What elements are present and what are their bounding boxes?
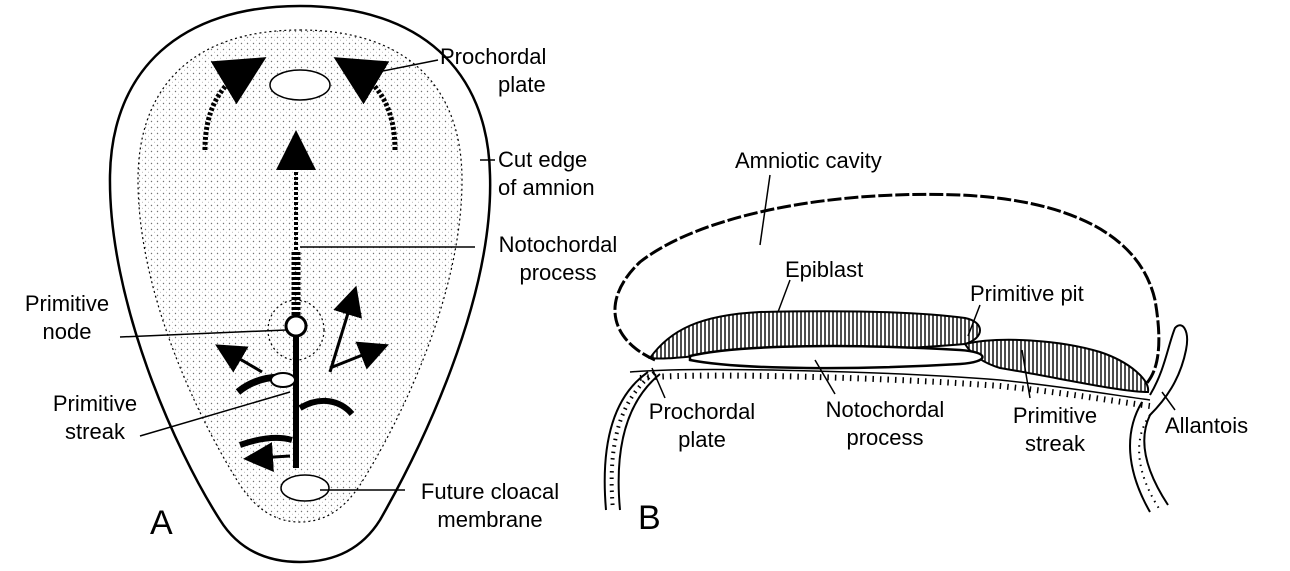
label-line: Notochordal (498, 232, 618, 257)
label-future-cloacal-membrane: Future cloacal membrane (405, 478, 575, 534)
label-line: Primitive (24, 291, 110, 316)
migration-arrow-1 (215, 344, 263, 374)
prochordal-plate-shape (269, 69, 331, 101)
label-primitive-pit: Primitive pit (970, 281, 1084, 306)
leader-primitive-node (119, 329, 287, 338)
migration-arrow-2 (329, 341, 389, 370)
migration-curve-right (298, 397, 355, 417)
label-epiblast: Epiblast (785, 257, 864, 282)
label-notochordal-process-a: Notochordal process (478, 231, 638, 287)
streak-oval (270, 372, 296, 388)
label-line: Prochordal (440, 44, 547, 69)
cloacal-membrane-shape (280, 474, 330, 502)
label-line: process (846, 425, 924, 450)
label-prochordal-plate-b: Prochordal plate (632, 398, 772, 454)
notochordal-process-shape (688, 344, 984, 370)
embryonic-disc (137, 29, 463, 523)
amnion-cut-edge-outline (108, 4, 492, 564)
epiblast-posterior (963, 338, 1150, 394)
amnion-membrane (613, 192, 1161, 387)
label-line: node (42, 319, 92, 344)
label-allantois: Allantois (1165, 413, 1249, 438)
panel-a-letter: A (150, 504, 173, 542)
leader-prochordal-plate-a (347, 59, 439, 79)
migration-arrow-4 (243, 442, 291, 473)
label-line: streak (1025, 431, 1085, 456)
label-line: of amnion (498, 175, 595, 200)
migration-arrow-3 (328, 285, 362, 373)
label-primitive-streak-b: Primitive streak (995, 402, 1115, 458)
label-amniotic-cavity: Amniotic cavity (735, 148, 882, 173)
primitive-node-shape (284, 314, 308, 338)
node-region-dotted (267, 299, 325, 361)
yolk-sac-wall-inner (617, 373, 661, 511)
panel-b-drawing (603, 174, 1188, 513)
label-line: plate (678, 427, 726, 452)
label-line: Primitive (52, 391, 138, 416)
panel-b-letter: B (638, 499, 661, 537)
label-line: Prochordal (648, 399, 756, 424)
panel-a-drawing (108, 4, 495, 564)
hypoblast-layer (629, 368, 1151, 401)
label-line: Future cloacal (420, 479, 560, 504)
allantois-inner (1138, 414, 1161, 511)
yolk-sac-wall (603, 371, 649, 511)
label-line: Primitive (1012, 403, 1098, 428)
label-primitive-node: Primitive node (12, 290, 122, 346)
allantois-shape (1143, 324, 1188, 506)
label-line: streak (65, 419, 125, 444)
label-line: membrane (437, 507, 543, 532)
leader-allantois (1161, 391, 1176, 411)
label-notochordal-process-b: Notochordal process (800, 396, 970, 452)
leader-primitive-pit (967, 304, 981, 337)
leader-epiblast (777, 279, 791, 313)
leader-amniotic-cavity (759, 174, 771, 246)
yolk-sac-dots (609, 371, 656, 511)
left-arc-arrow (202, 57, 267, 151)
leader-primitive-streak-a (139, 391, 291, 437)
label-cut-edge-amnion: Cut edge of amnion (498, 146, 595, 202)
label-prochordal-plate-a: Prochordal plate (440, 43, 546, 99)
label-line: process (519, 260, 597, 285)
label-line: Cut edge (498, 147, 588, 172)
label-line: Notochordal (825, 397, 945, 422)
leader-prochordal-plate-b (651, 367, 666, 399)
leader-notochordal-process-b (814, 359, 836, 395)
label-primitive-streak-a: Primitive streak (40, 390, 150, 446)
allantois-outer (1129, 401, 1151, 513)
label-line: plate (498, 72, 546, 97)
leader-primitive-streak-b (1021, 349, 1031, 399)
